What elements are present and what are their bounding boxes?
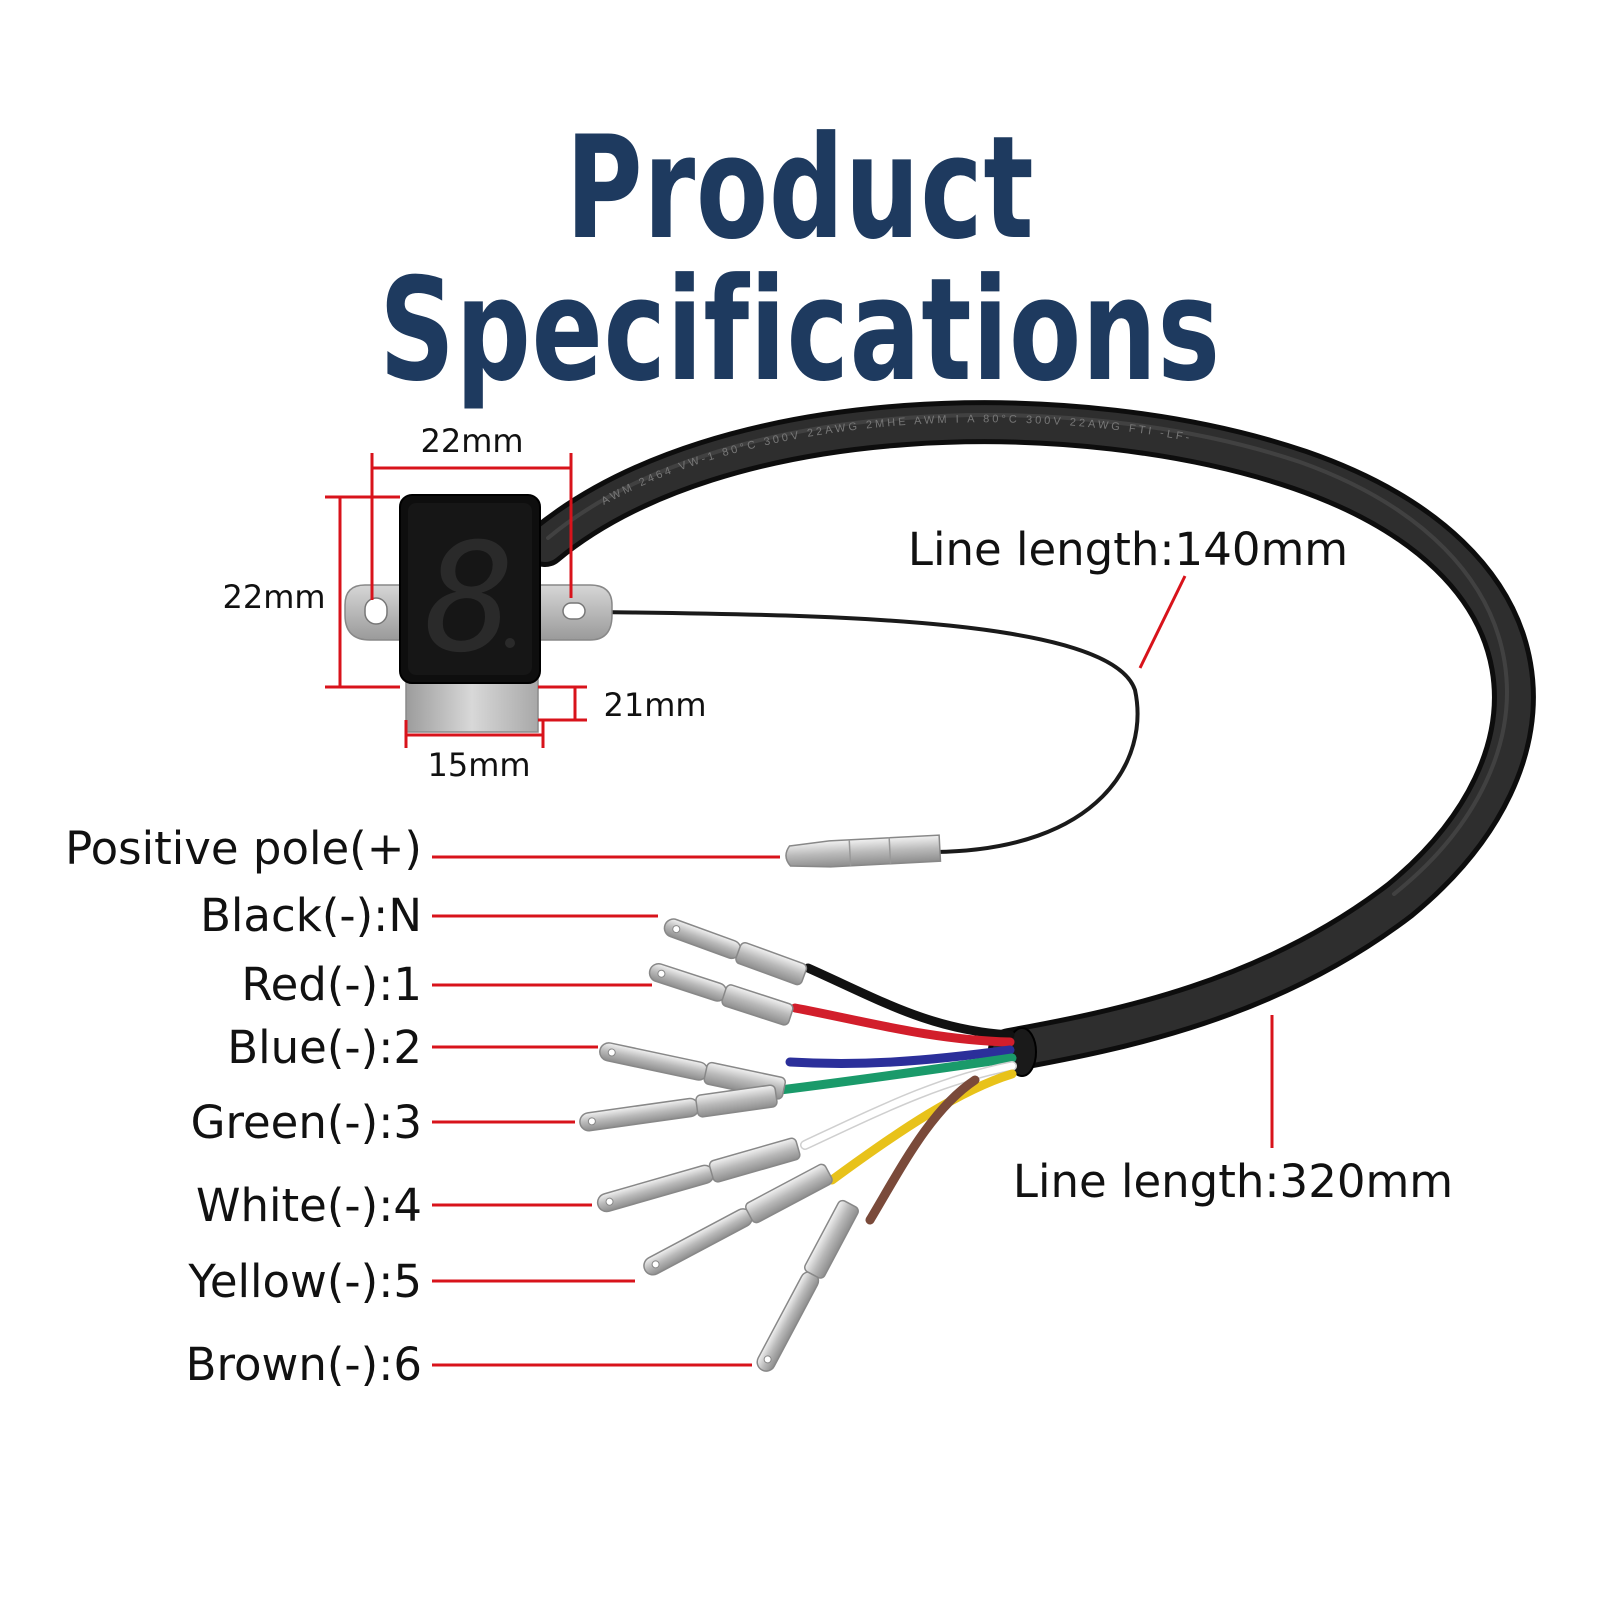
positive-lead <box>598 610 1140 868</box>
mount-hole-left <box>364 597 388 625</box>
mount-hole-right <box>562 602 586 620</box>
terminal-brown <box>756 1199 859 1372</box>
line-length-140: Line length:140mm <box>908 523 1348 576</box>
svg-text:Brown(-):6: Brown(-):6 <box>186 1338 422 1391</box>
svg-text:Green(-):3: Green(-):3 <box>191 1096 422 1149</box>
label-brown: Brown(-):6 <box>186 1338 752 1391</box>
bullet-connector <box>785 834 942 868</box>
wire-yellow <box>827 1069 1017 1185</box>
terminal-green <box>579 1084 778 1132</box>
wire-blue <box>785 1045 1015 1068</box>
length-callouts <box>1138 575 1274 1148</box>
svg-text:Red(-):1: Red(-):1 <box>241 958 422 1011</box>
cable-print-upper: AWM 2464 VW-1 80°C 300V 22AWG 2MHE AWM I… <box>599 413 1193 507</box>
label-positive: Positive pole(+) <box>65 822 780 875</box>
dim-height-left: 22mm <box>222 578 325 616</box>
label-green: Green(-):3 <box>191 1096 575 1149</box>
terminal-yellow <box>643 1163 833 1276</box>
wire-brown <box>865 1075 980 1225</box>
terminals <box>579 918 859 1372</box>
dim-width-top: 22mm <box>420 422 523 460</box>
wire-black <box>803 963 1015 1040</box>
svg-text:Black(-):N: Black(-):N <box>200 889 422 942</box>
wire-bundle <box>775 963 1017 1225</box>
line-length-320: Line length:320mm <box>1013 1155 1453 1208</box>
dim-depth-right: 21mm <box>603 686 706 724</box>
page-title: Product Specifications <box>379 106 1221 413</box>
label-yellow: Yellow(-):5 <box>187 1255 635 1308</box>
svg-text:Blue(-):2: Blue(-):2 <box>227 1021 422 1074</box>
gear-indicator: 8 <box>344 494 613 733</box>
svg-text:Yellow(-):5: Yellow(-):5 <box>187 1255 422 1308</box>
label-blue: Blue(-):2 <box>227 1021 598 1074</box>
terminal-white <box>596 1137 801 1213</box>
wire-red <box>790 1003 1015 1047</box>
dimension-lines <box>325 453 587 748</box>
terminal-red <box>648 963 794 1026</box>
seven-segment-digit: 8 <box>425 512 515 686</box>
label-black: Black(-):N <box>200 889 658 942</box>
dim-width-bottom: 15mm <box>427 746 530 784</box>
terminal-black <box>663 918 808 986</box>
wire-labels: Positive pole(+) Black(-):N Red(-):1 Blu… <box>65 822 780 1391</box>
wire-white <box>801 1062 1016 1149</box>
wire-green <box>775 1053 1017 1095</box>
label-white: White(-):4 <box>196 1179 592 1232</box>
svg-text:Positive pole(+): Positive pole(+) <box>65 822 422 875</box>
svg-text:White(-):4: White(-):4 <box>196 1179 422 1232</box>
label-red: Red(-):1 <box>241 958 652 1011</box>
